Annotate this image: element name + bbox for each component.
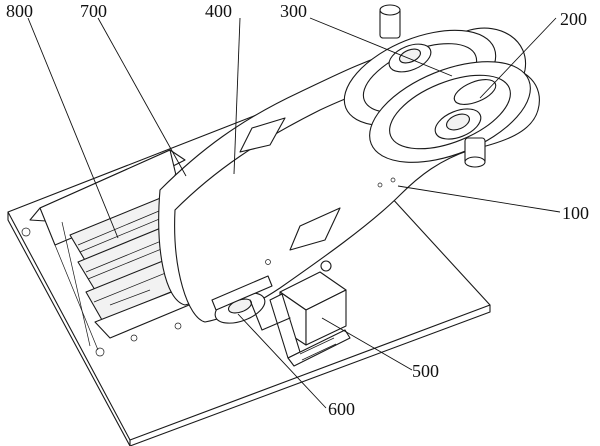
leader-500 [321, 317, 413, 371]
leader-300 [309, 17, 453, 77]
leader-400 [233, 17, 241, 175]
label-400: 400 [205, 1, 232, 21]
label-800: 800 [6, 1, 33, 21]
lower-mount-600 [211, 275, 291, 331]
label-300: 300 [280, 1, 307, 21]
leader-600 [237, 313, 327, 409]
leader-lines [27, 17, 561, 409]
leader-100 [397, 185, 561, 213]
rear-bracket [29, 149, 186, 351]
motor-500 [269, 260, 351, 367]
leader-700 [97, 17, 187, 177]
label-600: 600 [328, 399, 355, 419]
label-700: 700 [80, 1, 107, 21]
leader-200 [479, 17, 557, 99]
leader-800 [27, 17, 119, 239]
label-500: 500 [412, 361, 439, 381]
label-200: 200 [560, 9, 587, 29]
label-100: 100 [562, 203, 589, 223]
